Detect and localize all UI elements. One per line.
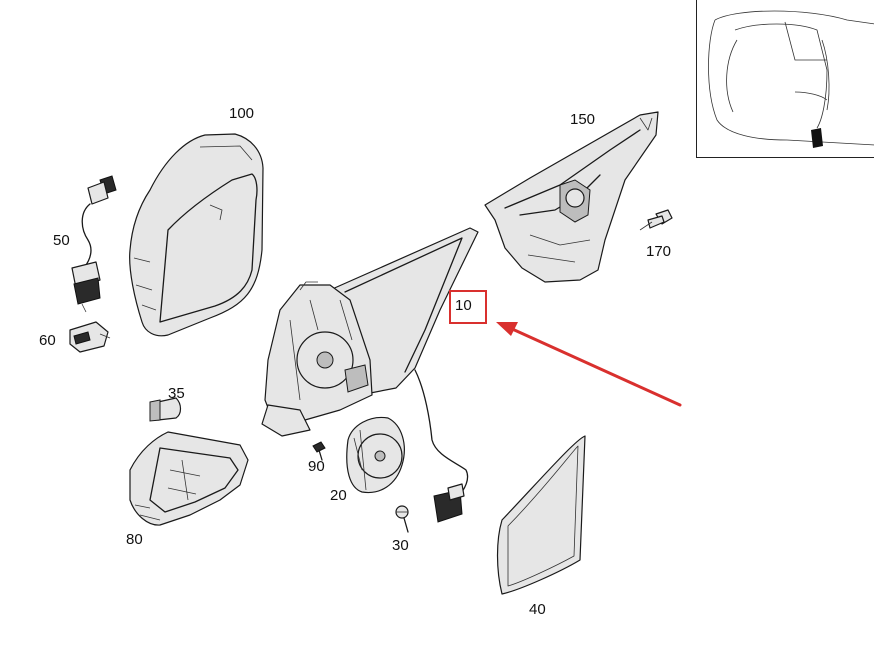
connector-clip-60[interactable]	[69, 321, 111, 353]
label-150[interactable]: 150	[570, 111, 596, 128]
car-top-view-icon	[708, 10, 874, 148]
screw-90[interactable]	[312, 441, 326, 461]
label-35[interactable]: 35	[168, 385, 185, 402]
motor-20[interactable]	[346, 416, 405, 494]
pointer-arrow	[496, 322, 682, 407]
car-locator-inset	[696, 0, 874, 158]
mirror-housing-cover-100[interactable]	[129, 133, 264, 337]
label-80[interactable]: 80	[126, 531, 143, 548]
label-20[interactable]: 20	[330, 487, 347, 504]
label-40[interactable]: 40	[529, 601, 546, 618]
wire-harness-50[interactable]	[71, 175, 117, 313]
bulb-35[interactable]	[149, 397, 182, 422]
mirror-glass-40[interactable]	[496, 435, 586, 595]
label-60[interactable]: 60	[39, 332, 56, 349]
mirror-base-150[interactable]	[484, 111, 659, 283]
label-100[interactable]: 100	[229, 105, 255, 122]
label-30[interactable]: 30	[392, 537, 409, 554]
label-50[interactable]: 50	[53, 232, 70, 249]
turn-signal-housing-80[interactable]	[129, 431, 249, 526]
mirror-motor-assembly-10[interactable]	[261, 227, 479, 523]
label-90[interactable]: 90	[308, 458, 325, 475]
label-10[interactable]: 10	[455, 297, 472, 314]
highlight-box-part-10	[449, 290, 487, 324]
screw-30[interactable]	[395, 505, 409, 533]
label-170[interactable]: 170	[646, 243, 672, 260]
bolt-170[interactable]	[639, 209, 673, 231]
